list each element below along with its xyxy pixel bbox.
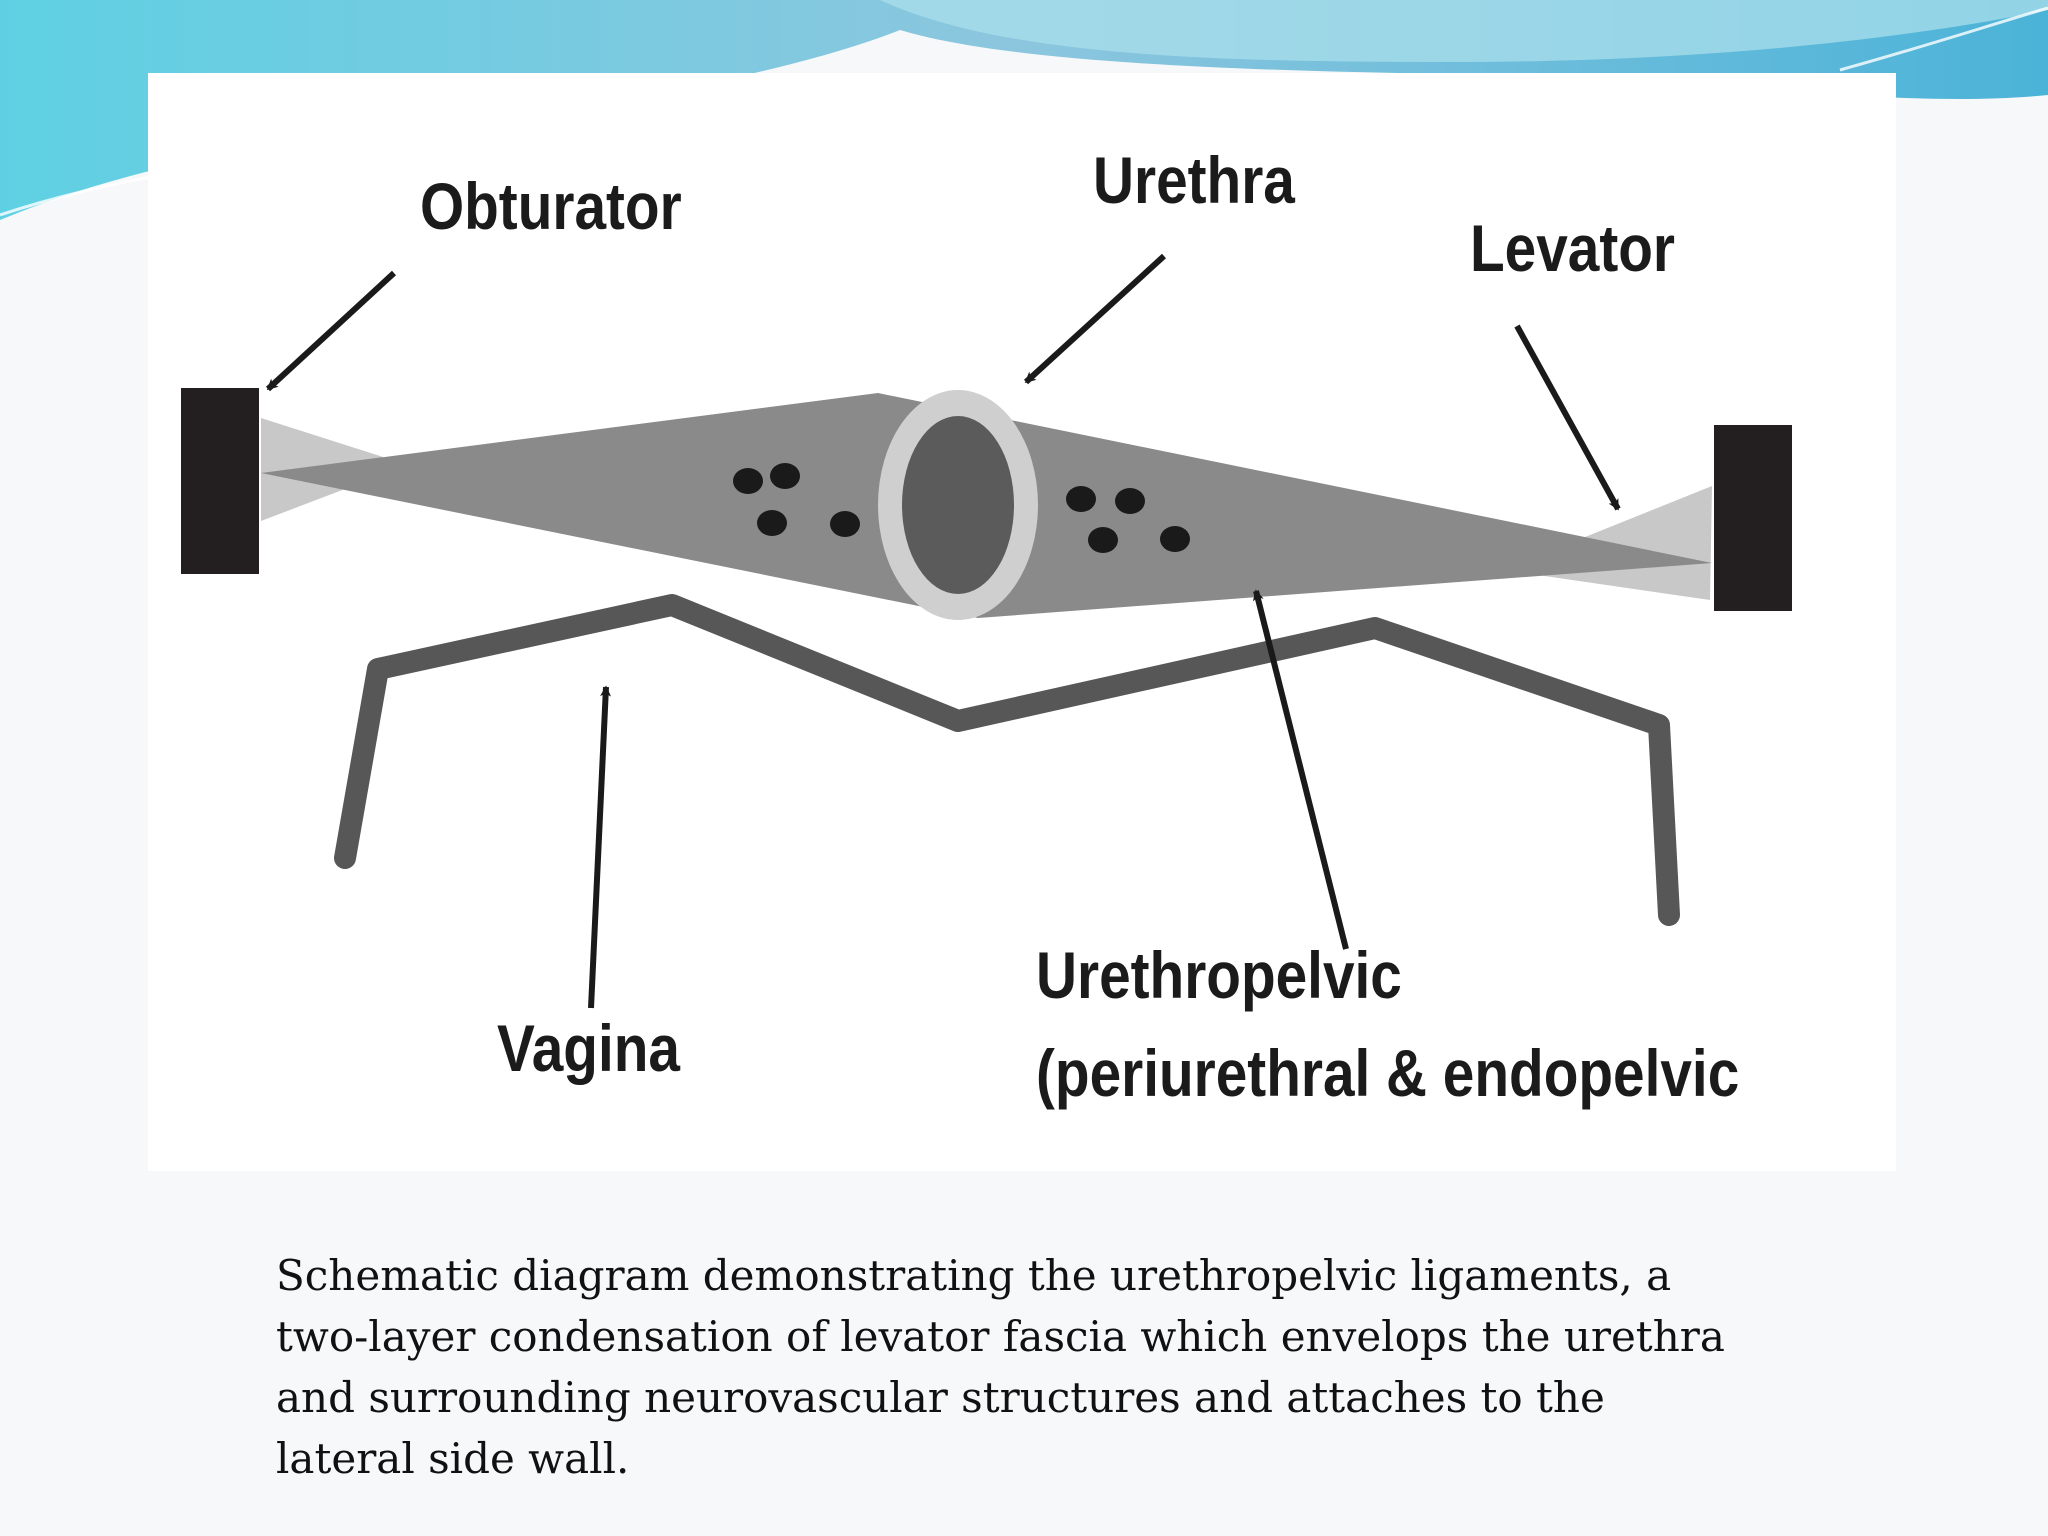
label-urethropelvic-line1: Urethropelvic <box>1036 939 1402 1013</box>
caption-line: Schematic diagram demonstrating the uret… <box>276 1251 1672 1300</box>
figure-panel: Obturator Urethra Levator Vagina Urethro… <box>148 73 1896 1171</box>
label-obturator: Obturator <box>420 170 682 244</box>
label-urethra: Urethra <box>1093 144 1296 218</box>
vessel-dot <box>757 510 787 536</box>
vessel-dot <box>733 468 763 494</box>
caption-line: and surrounding neurovascular structures… <box>276 1373 1605 1422</box>
vessel-dot <box>1160 526 1190 552</box>
caption-line: two-layer condensation of levator fascia… <box>276 1312 1725 1361</box>
wave-line-right <box>1839 6 2048 72</box>
label-urethropelvic-line2: (periurethral & endopelvic <box>1036 1037 1739 1111</box>
right-neurovascular-dots <box>1066 486 1190 553</box>
urethra-arrow <box>1023 253 1167 385</box>
left-neurovascular-dots <box>733 463 860 537</box>
label-levator: Levator <box>1470 212 1675 286</box>
label-vagina: Vagina <box>497 1012 681 1086</box>
urethropelvic-arrow <box>1252 589 1349 950</box>
vessel-dot <box>830 511 860 537</box>
figure-caption: Schematic diagram demonstrating the uret… <box>276 1245 1796 1489</box>
vessel-dot <box>1115 488 1145 514</box>
vagina-arrow <box>588 685 612 1009</box>
right-side-wall-block <box>1714 425 1792 611</box>
vessel-dot <box>1066 486 1096 512</box>
vessel-dot <box>1088 527 1118 553</box>
urethropelvic-diagram: Obturator Urethra Levator Vagina Urethro… <box>181 144 1792 1111</box>
vaginal-wall <box>334 594 1680 926</box>
urethra-lumen <box>902 416 1014 594</box>
caption-line: lateral side wall. <box>276 1434 630 1483</box>
left-side-wall-block <box>181 388 259 574</box>
top-wave-highlight <box>880 0 2048 62</box>
vessel-dot <box>770 463 800 489</box>
obturator-arrow <box>265 270 397 392</box>
levator-arrow <box>1514 324 1621 511</box>
wave-line-left <box>0 173 161 217</box>
